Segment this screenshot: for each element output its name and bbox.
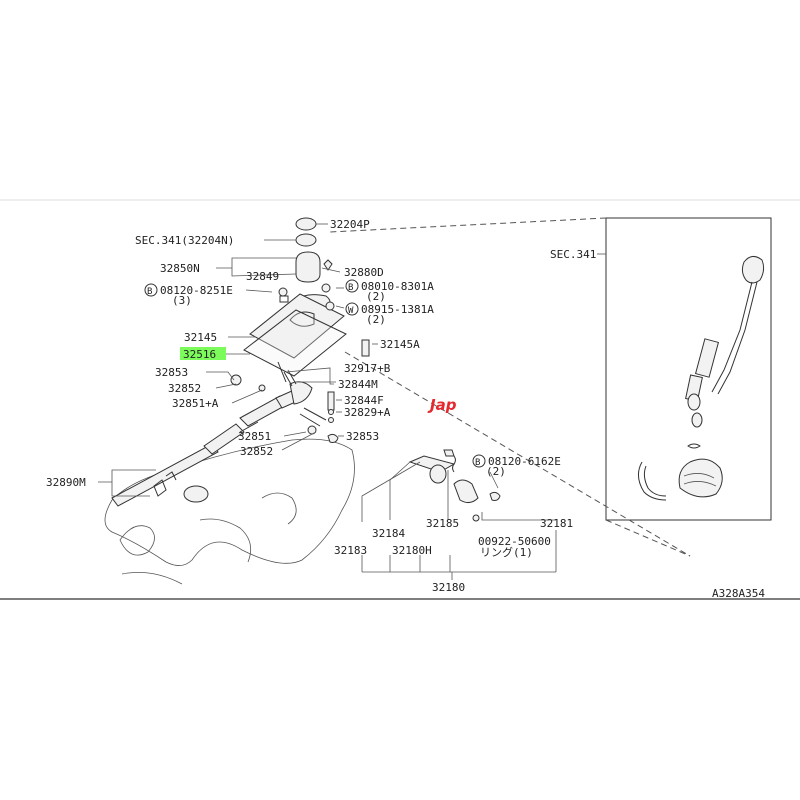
label-32184: 32184	[372, 527, 405, 540]
label-32852-top: 32852	[168, 382, 201, 395]
watermark: Jap	[427, 396, 457, 414]
label-32183: 32183	[334, 544, 367, 557]
label-32145A: 32145A	[380, 338, 420, 351]
bushing-32204P	[295, 217, 317, 231]
shift-knob	[741, 256, 765, 284]
marker-symbols: B B W B	[144, 279, 486, 468]
svg-text:W: W	[348, 306, 354, 316]
label-32853-top: 32853	[155, 366, 188, 379]
plate-32145	[249, 293, 345, 359]
label-32181: 32181	[540, 517, 573, 530]
label-32853-bottom: 32853	[346, 430, 379, 443]
highlight-32516	[180, 347, 226, 360]
label-32204P: 32204P	[330, 218, 370, 231]
label-32180H: 32180H	[392, 544, 432, 557]
label-08120-6162E: 08120-6162E	[488, 455, 561, 468]
label-08010-8301A: 08010-8301A	[361, 280, 434, 293]
shifter-detail-box: SEC.341	[329, 217, 772, 557]
shift-boot	[678, 458, 723, 498]
shift-rod-assembly	[111, 369, 339, 507]
gasket-32516	[243, 309, 347, 377]
label-32185: 32185	[426, 517, 459, 530]
label-32829A: 32829+A	[344, 406, 391, 419]
bushing-32181	[453, 479, 479, 504]
svg-text:B: B	[147, 287, 152, 297]
label-32516: 32516	[183, 348, 216, 361]
part-labels: 32204P SEC.341(32204N) 32850N 32849 3288…	[46, 218, 765, 600]
label-32890M: 32890M	[46, 476, 86, 489]
label-32180: 32180	[432, 581, 465, 594]
label-32852-bottom: 32852	[240, 445, 273, 458]
fork-set	[408, 449, 501, 522]
label-32849: 32849	[246, 270, 279, 283]
svg-text:B: B	[475, 458, 480, 468]
label-32880D: 32880D	[344, 266, 384, 279]
label-08915-1381A: 08915-1381A	[361, 303, 434, 316]
leader-lines	[98, 223, 557, 580]
label-32844F: 32844F	[344, 394, 384, 407]
label-32145: 32145	[184, 331, 217, 344]
label-sec341-right: SEC.341	[550, 248, 596, 261]
svg-text:B: B	[348, 283, 353, 293]
shift-rod-32890M	[111, 443, 219, 507]
label-32851: 32851	[238, 430, 271, 443]
label-00922-50600: 00922-50600	[478, 535, 551, 548]
shifter-housing	[243, 217, 370, 383]
shift-lever	[711, 281, 753, 393]
label-08915-1381A-qty: (2)	[366, 313, 386, 326]
label-32917B: 32917+B	[344, 362, 391, 375]
label-32851A: 32851+A	[172, 397, 219, 410]
label-32844M: 32844M	[338, 378, 378, 391]
retaining-clip	[638, 461, 667, 501]
label-08010-8301A-qty: (2)	[366, 290, 386, 303]
reference-code: A328A354	[712, 587, 765, 600]
label-08120-8251E-qty: (3)	[172, 294, 192, 307]
transmission-housing	[104, 438, 355, 585]
label-08120-8251E: 08120-8251E	[160, 284, 233, 297]
label-08120-6162E-qty: (2)	[486, 465, 506, 478]
label-sec341-32204N: SEC.341(32204N)	[135, 234, 234, 247]
label-32850N: 32850N	[160, 262, 200, 275]
boot-32850N	[295, 251, 321, 283]
label-ring-qty: リング(1)	[480, 545, 533, 559]
